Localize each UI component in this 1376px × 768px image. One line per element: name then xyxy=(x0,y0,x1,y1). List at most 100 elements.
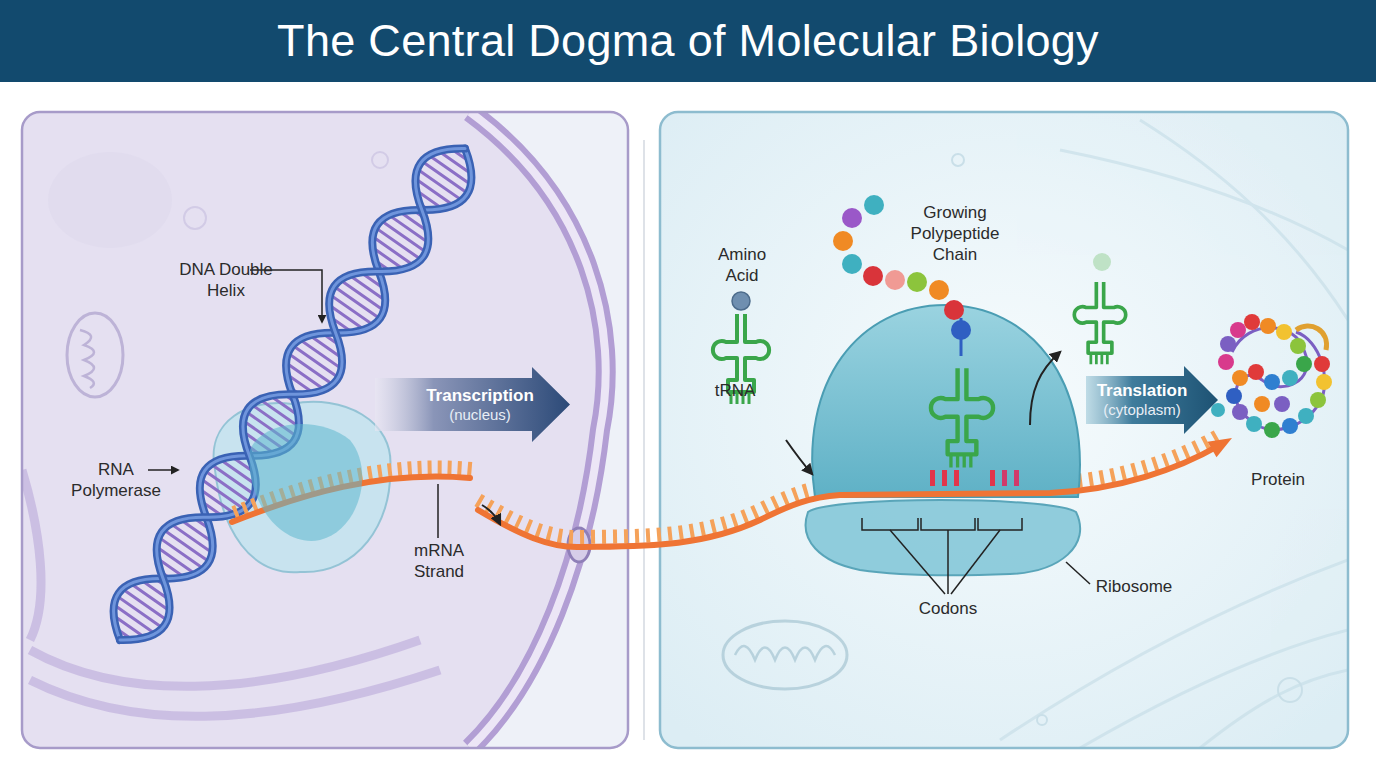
protein-bead xyxy=(1232,370,1248,386)
protein-bead xyxy=(1211,403,1225,417)
amino-acid-bead xyxy=(951,320,971,340)
leader-line xyxy=(1066,562,1090,584)
mitochondrion-cristae xyxy=(735,646,835,660)
process-arrow: Translation(cytoplasm) xyxy=(1086,366,1218,434)
codon-base xyxy=(990,470,995,486)
released-amino-acid xyxy=(1093,253,1111,271)
nucleus-region xyxy=(22,112,606,748)
callout-label: Codons xyxy=(905,598,991,619)
amino-acid-bead xyxy=(833,231,853,251)
protein-bead xyxy=(1274,396,1290,412)
vesicle xyxy=(1278,678,1302,702)
process-arrow: Transcription(nucleus) xyxy=(375,367,570,442)
codon-pointer xyxy=(951,530,1000,594)
arrow-text: Transcription(nucleus) xyxy=(405,367,555,442)
protein-bead xyxy=(1316,374,1332,390)
protein-bead xyxy=(1276,324,1292,340)
protein-bead xyxy=(1248,364,1264,380)
filament xyxy=(1000,560,1348,740)
trna-molecule xyxy=(1074,282,1125,364)
protein-bead xyxy=(1290,338,1306,354)
panel-border xyxy=(660,112,1348,748)
arrow-body xyxy=(1086,366,1218,434)
callout-label: Amino Acid xyxy=(710,244,774,286)
protein-bead xyxy=(1232,404,1248,420)
amino-acid-bead xyxy=(944,300,964,320)
process-location: (nucleus) xyxy=(449,406,511,424)
callout-label: Growing Polypeptide Chain xyxy=(903,202,1007,265)
mitochondrion xyxy=(67,313,123,397)
protein-bead xyxy=(1260,318,1276,334)
filament xyxy=(1080,630,1348,748)
mrna-arrowhead xyxy=(1208,438,1233,457)
amino-acid-bead xyxy=(864,195,884,215)
codon-pointer xyxy=(947,530,949,594)
er-membrane xyxy=(30,670,440,716)
leader-line xyxy=(437,484,439,538)
protein-bead xyxy=(1310,392,1326,408)
trna-exit-arrow xyxy=(1030,352,1060,425)
nucleus-interior xyxy=(22,112,606,748)
title-band: The Central Dogma of Molecular Biology xyxy=(0,0,1376,82)
codon-base xyxy=(930,470,935,486)
filament xyxy=(1140,120,1348,320)
protein-bead xyxy=(1226,388,1242,404)
trna-entry-arrow xyxy=(786,440,812,474)
folded-protein xyxy=(1211,314,1332,438)
cytoplasm-panel xyxy=(660,112,1348,748)
callout-label: DNA Double Helix xyxy=(176,259,276,301)
protein-bead xyxy=(1254,396,1270,412)
codon-bracket xyxy=(921,518,975,530)
rna-polymerase-core xyxy=(250,424,363,541)
vesicle xyxy=(1037,715,1047,725)
codon-bracket xyxy=(862,518,918,530)
process-name: Transcription xyxy=(426,386,534,406)
amino-acid-bead xyxy=(885,270,905,290)
mitochondrion-outline xyxy=(67,313,123,397)
arrow-body xyxy=(375,367,570,442)
panel-divider xyxy=(643,140,645,740)
protein-bead xyxy=(1244,314,1260,330)
protein-bead xyxy=(1230,322,1246,338)
mitochondrion-cristae xyxy=(80,330,94,388)
callout-label: tRNA xyxy=(708,380,762,401)
er-membrane xyxy=(30,640,420,686)
process-name: Translation xyxy=(1097,381,1188,401)
mitochondrion-outline xyxy=(723,621,847,689)
codon-base xyxy=(1014,470,1019,486)
arrow-text: Translation(cytoplasm) xyxy=(1090,366,1194,434)
codon-base xyxy=(942,470,947,486)
protein-bead xyxy=(1296,356,1312,372)
amino-acid-bead xyxy=(842,208,862,228)
mitochondrion xyxy=(723,621,847,689)
protein-backbone xyxy=(1232,328,1325,430)
amino-acid-bead xyxy=(732,292,750,310)
amino-acid-bead xyxy=(907,272,927,292)
codon-pointer xyxy=(890,530,945,594)
amino-acid-bead xyxy=(842,254,862,274)
protein-bead xyxy=(1298,408,1314,424)
protein-bead xyxy=(1246,416,1262,432)
process-location: (cytoplasm) xyxy=(1103,401,1181,419)
ribosome-small-subunit xyxy=(806,500,1081,575)
protein-bead xyxy=(1264,374,1280,390)
vesicle xyxy=(952,154,964,166)
vesicle xyxy=(372,152,388,168)
export-arrow xyxy=(482,505,500,524)
callout-label: Ribosome xyxy=(1088,576,1180,597)
er-membrane xyxy=(22,470,41,640)
amino-acid-bead xyxy=(929,280,949,300)
callout-label: RNA Polymerase xyxy=(70,459,162,501)
organelle-blob xyxy=(48,152,172,248)
callout-label: Protein xyxy=(1238,469,1318,490)
vesicle xyxy=(184,207,206,229)
codon-base xyxy=(1002,470,1007,486)
codon-base xyxy=(954,470,959,486)
leader-line xyxy=(148,469,178,471)
ribosome-large-subunit xyxy=(812,305,1080,497)
protein-bead xyxy=(1220,336,1236,352)
amino-acid-bead xyxy=(863,266,883,286)
panel-border xyxy=(22,112,628,748)
trna-molecule xyxy=(931,368,993,467)
